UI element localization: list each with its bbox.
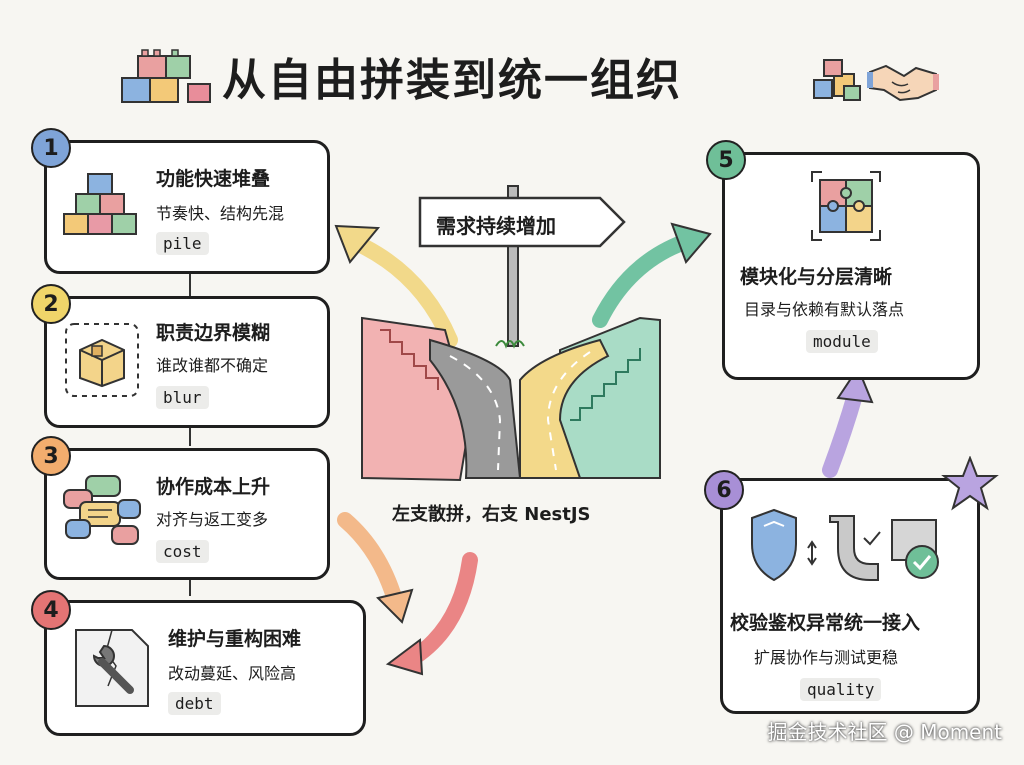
building-blocks-icon (118, 44, 216, 112)
broken-wrench-icon (72, 626, 152, 714)
shield-pipe-check-icon (746, 508, 946, 588)
card-1-tag: pile (156, 232, 209, 255)
card-2-title: 职责边界模糊 (156, 322, 271, 344)
step-number-6: 6 (704, 470, 744, 510)
signpost-label: 需求持续增加 (436, 214, 556, 238)
card-2-subtitle: 谁改谁都不确定 (156, 356, 269, 375)
card-1-title: 功能快速堆叠 (156, 168, 271, 190)
card-5-tag: module (806, 330, 878, 353)
step-number-4: 4 (31, 590, 71, 630)
blocks-stack-icon (60, 172, 144, 246)
card-5-subtitle: 目录与依赖有默认落点 (744, 300, 905, 319)
step-number-2: 2 (31, 284, 71, 324)
step-number-1: 1 (31, 128, 71, 168)
fork-caption: 左支散拼，右支 NestJS (392, 504, 591, 525)
watermark: 掘金技术社区 @ Moment (767, 720, 1002, 744)
card-1-subtitle: 节奏快、结构先混 (156, 204, 285, 223)
card-5-title: 模块化与分层清晰 (740, 266, 893, 288)
box-icon (62, 320, 142, 404)
step-number-3: 3 (31, 436, 71, 476)
card-6-title: 校验鉴权异常统一接入 (730, 612, 921, 634)
card-4-title: 维护与重构困难 (168, 628, 302, 650)
page-title: 从自由拼装到统一组织 (222, 55, 682, 106)
puzzle-icon (808, 168, 884, 248)
card-6-subtitle: 扩展协作与测试更稳 (754, 648, 899, 667)
handshake-icon (812, 54, 942, 110)
card-3-title: 协作成本上升 (156, 476, 271, 498)
card-3-tag: cost (156, 540, 209, 563)
card-6-tag: quality (800, 678, 882, 701)
star-icon (940, 455, 1000, 516)
card-4-subtitle: 改动蔓延、风险高 (168, 664, 297, 683)
step-number-5: 5 (706, 140, 746, 180)
card-2-tag: blur (156, 386, 209, 409)
card-3-subtitle: 对齐与返工变多 (156, 510, 269, 529)
card-4-tag: debt (168, 692, 221, 715)
chat-bubbles-icon (62, 472, 142, 556)
